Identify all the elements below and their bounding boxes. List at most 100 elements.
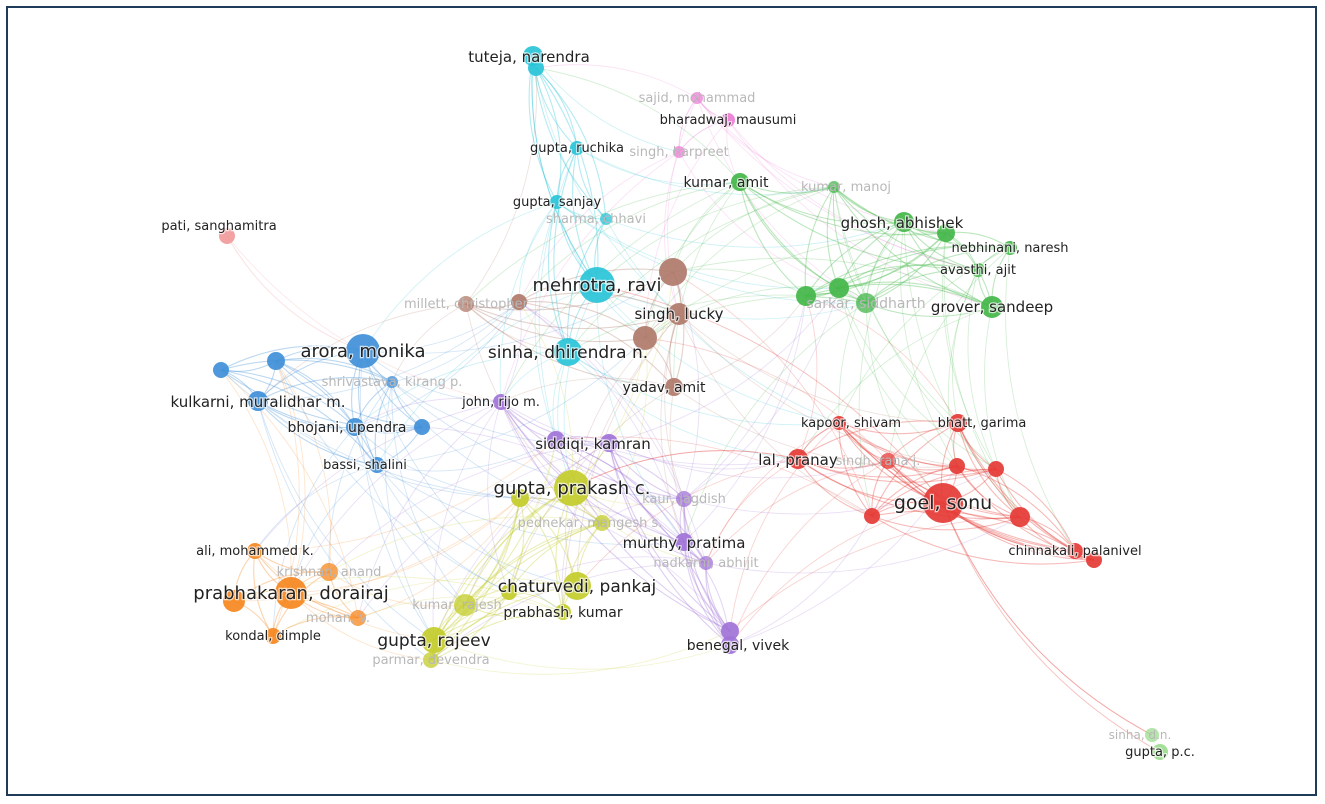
- author-label-kaur-jagdish[interactable]: kaur, jagdish: [642, 492, 726, 507]
- author-node-gupta-prakash-c[interactable]: [554, 470, 590, 506]
- author-node-gupta-ruchika[interactable]: [570, 141, 584, 155]
- author-node-kondal-dimple[interactable]: [265, 628, 281, 644]
- author-node-mohan-v[interactable]: [350, 610, 366, 626]
- author-label-sarkar-siddharth[interactable]: sarkar, siddharth: [806, 296, 925, 312]
- author-node-unlabeled[interactable]: [721, 622, 739, 640]
- author-label-pednekar-mangesh-s[interactable]: pednekar, mangesh s.: [518, 516, 663, 531]
- author-label-siddiqi-kamran[interactable]: siddiqi, kamran: [534, 434, 652, 454]
- author-node-chaturvedi-pankaj[interactable]: [563, 572, 591, 600]
- author-label-mohan-v[interactable]: mohan, v.: [306, 611, 370, 626]
- author-label-gupta-sanjay[interactable]: gupta, sanjay: [512, 194, 603, 211]
- author-node-parmar-devendra[interactable]: [423, 652, 439, 668]
- author-label-grover-sandeep[interactable]: grover, sandeep: [930, 297, 1055, 317]
- author-node-kapoor-shivam[interactable]: [832, 416, 846, 430]
- author-label-millett-christopher[interactable]: millett, christopher: [404, 297, 529, 312]
- author-label-singh-lucky[interactable]: singh, lucky: [633, 304, 725, 324]
- author-node-sinha-d-n[interactable]: [1145, 728, 1159, 742]
- author-node-john-rijo-m[interactable]: [493, 394, 509, 410]
- author-node-unlabeled[interactable]: [1010, 507, 1030, 527]
- author-label-arora-monika[interactable]: arora, monika: [299, 340, 426, 363]
- author-node-grover-sandeep[interactable]: [981, 296, 1003, 318]
- author-node-prabhakaran-dorairaj[interactable]: [275, 577, 307, 609]
- author-node-benegal-vivek[interactable]: [721, 636, 739, 654]
- author-label-prabhakaran-dorairaj[interactable]: prabhakaran, dorairaj: [192, 582, 390, 605]
- author-node-kulkarni-muralidhar-m[interactable]: [248, 391, 268, 411]
- author-node-avasthi-ajit[interactable]: [971, 263, 985, 277]
- author-label-john-rijo-m[interactable]: john, rijo m.: [460, 394, 541, 411]
- author-node-bhatt-garima[interactable]: [949, 414, 967, 432]
- author-label-ali-mohammed-k[interactable]: ali, mohammed k.: [195, 543, 315, 560]
- author-label-kapoor-shivam[interactable]: kapoor, shivam: [800, 415, 902, 432]
- author-label-nebhinani-naresh[interactable]: nebhinani, naresh: [950, 240, 1069, 257]
- author-label-kumar-rajesh[interactable]: kumar, rajesh: [412, 598, 502, 613]
- author-label-krishnan-anand[interactable]: krishnan, anand: [277, 565, 382, 580]
- author-node-prabhash-kumar[interactable]: [555, 604, 571, 620]
- author-node-sarkar-siddharth[interactable]: [856, 293, 876, 313]
- author-label-ghosh-abhishek[interactable]: ghosh, abhishek: [839, 213, 964, 233]
- author-node-ghosh-abhishek[interactable]: [894, 212, 914, 232]
- author-label-kumar-manoj[interactable]: kumar, manoj: [801, 180, 891, 195]
- author-label-kulkarni-muralidhar-m[interactable]: kulkarni, muralidhar m.: [169, 392, 346, 412]
- author-label-kondal-dimple[interactable]: kondal, dimple: [224, 628, 322, 645]
- author-label-gupta-ruchika[interactable]: gupta, ruchika: [529, 140, 625, 157]
- author-node-bhojani-upendra[interactable]: [346, 418, 364, 436]
- author-node-unlabeled[interactable]: [1086, 552, 1102, 568]
- author-label-prabhash-kumar[interactable]: prabhash, kumar: [502, 604, 624, 622]
- author-node-unlabeled[interactable]: [267, 352, 285, 370]
- author-node-unlabeled[interactable]: [796, 286, 816, 306]
- author-node-chinnakali-palanivel[interactable]: [1067, 543, 1083, 559]
- author-node-murthy-pratima[interactable]: [675, 533, 693, 551]
- author-node-unlabeled[interactable]: [949, 458, 965, 474]
- author-label-benegal-vivek[interactable]: benegal, vivek: [686, 637, 792, 655]
- author-label-gupta-prakash-c[interactable]: gupta, prakash c.: [492, 477, 651, 500]
- author-node-unlabeled[interactable]: [511, 489, 529, 507]
- author-label-chinnakali-palanivel[interactable]: chinnakali, palanivel: [1007, 543, 1143, 560]
- author-label-singh-rana-j[interactable]: singh, rana j.: [836, 454, 921, 469]
- author-node-kumar-manoj[interactable]: [828, 181, 840, 193]
- author-label-avasthi-ajit[interactable]: avasthi, ajit: [939, 262, 1017, 279]
- author-node-kaur-jagdish[interactable]: [676, 491, 692, 507]
- author-label-yadav-amit[interactable]: yadav, amit: [621, 379, 707, 397]
- author-node-unlabeled[interactable]: [937, 224, 955, 242]
- author-node-arora-monika[interactable]: [346, 334, 380, 368]
- author-label-gupta-p-c[interactable]: gupta, p.c.: [1124, 744, 1196, 761]
- author-node-unlabeled[interactable]: [501, 584, 517, 600]
- author-label-bhatt-garima[interactable]: bhatt, garima: [936, 415, 1027, 432]
- author-node-unlabeled[interactable]: [633, 326, 657, 350]
- author-node-unlabeled[interactable]: [988, 461, 1004, 477]
- author-label-sinha-d-n[interactable]: sinha, d.n.: [1109, 728, 1172, 742]
- author-label-shrivastava-kirang-p[interactable]: shrivastava, kirang p.: [322, 375, 463, 390]
- author-label-bharadwaj-mausumi[interactable]: bharadwaj, mausumi: [658, 112, 797, 129]
- author-label-tuteja-narendra[interactable]: tuteja, narendra: [467, 47, 591, 67]
- author-node-mehrotra-ravi[interactable]: [579, 267, 615, 303]
- author-label-bassi-shalini[interactable]: bassi, shalini: [322, 457, 408, 474]
- author-node-unlabeled[interactable]: [829, 278, 849, 298]
- author-node-lal-pranay[interactable]: [788, 449, 808, 469]
- author-label-murthy-pratima[interactable]: murthy, pratima: [621, 533, 746, 553]
- author-node-millett-christopher[interactable]: [458, 296, 474, 312]
- author-node-unlabeled[interactable]: [659, 258, 687, 286]
- author-label-sinha-dhirendra-n[interactable]: sinha, dhirendra n.: [487, 342, 650, 364]
- author-node-unlabeled[interactable]: [213, 362, 229, 378]
- author-label-goel-sonu[interactable]: goel, sonu: [893, 491, 994, 515]
- author-label-kumar-amit[interactable]: kumar, amit: [682, 174, 770, 192]
- author-node-pati-sanghamitra[interactable]: [219, 228, 235, 244]
- author-node-shrivastava-kirang-p[interactable]: [386, 376, 398, 388]
- author-node-unlabeled[interactable]: [223, 590, 245, 612]
- author-label-mehrotra-ravi[interactable]: mehrotra, ravi: [531, 274, 662, 297]
- author-label-gupta-rajeev[interactable]: gupta, rajeev: [376, 630, 492, 652]
- author-node-singh-rana-j[interactable]: [880, 453, 896, 469]
- author-label-bhojani-upendra[interactable]: bhojani, upendra: [286, 419, 407, 437]
- author-node-yadav-amit[interactable]: [665, 378, 683, 396]
- author-label-sharma-chhavi[interactable]: sharma, chhavi: [546, 212, 646, 227]
- author-node-singh-lucky[interactable]: [668, 303, 690, 325]
- author-node-pednekar-mangesh-s[interactable]: [594, 515, 610, 531]
- author-node-bharadwaj-mausumi[interactable]: [721, 113, 735, 127]
- author-node-siddiqi-kamran[interactable]: [600, 434, 618, 452]
- author-node-goel-sonu[interactable]: [923, 483, 963, 523]
- author-node-bassi-shalini[interactable]: [369, 457, 385, 473]
- author-node-sinha-dhirendra-n[interactable]: [554, 338, 582, 366]
- author-label-parmar-devendra[interactable]: parmar, devendra: [372, 653, 489, 668]
- author-node-unlabeled[interactable]: [414, 419, 430, 435]
- author-label-lal-pranay[interactable]: lal, pranay: [757, 450, 839, 470]
